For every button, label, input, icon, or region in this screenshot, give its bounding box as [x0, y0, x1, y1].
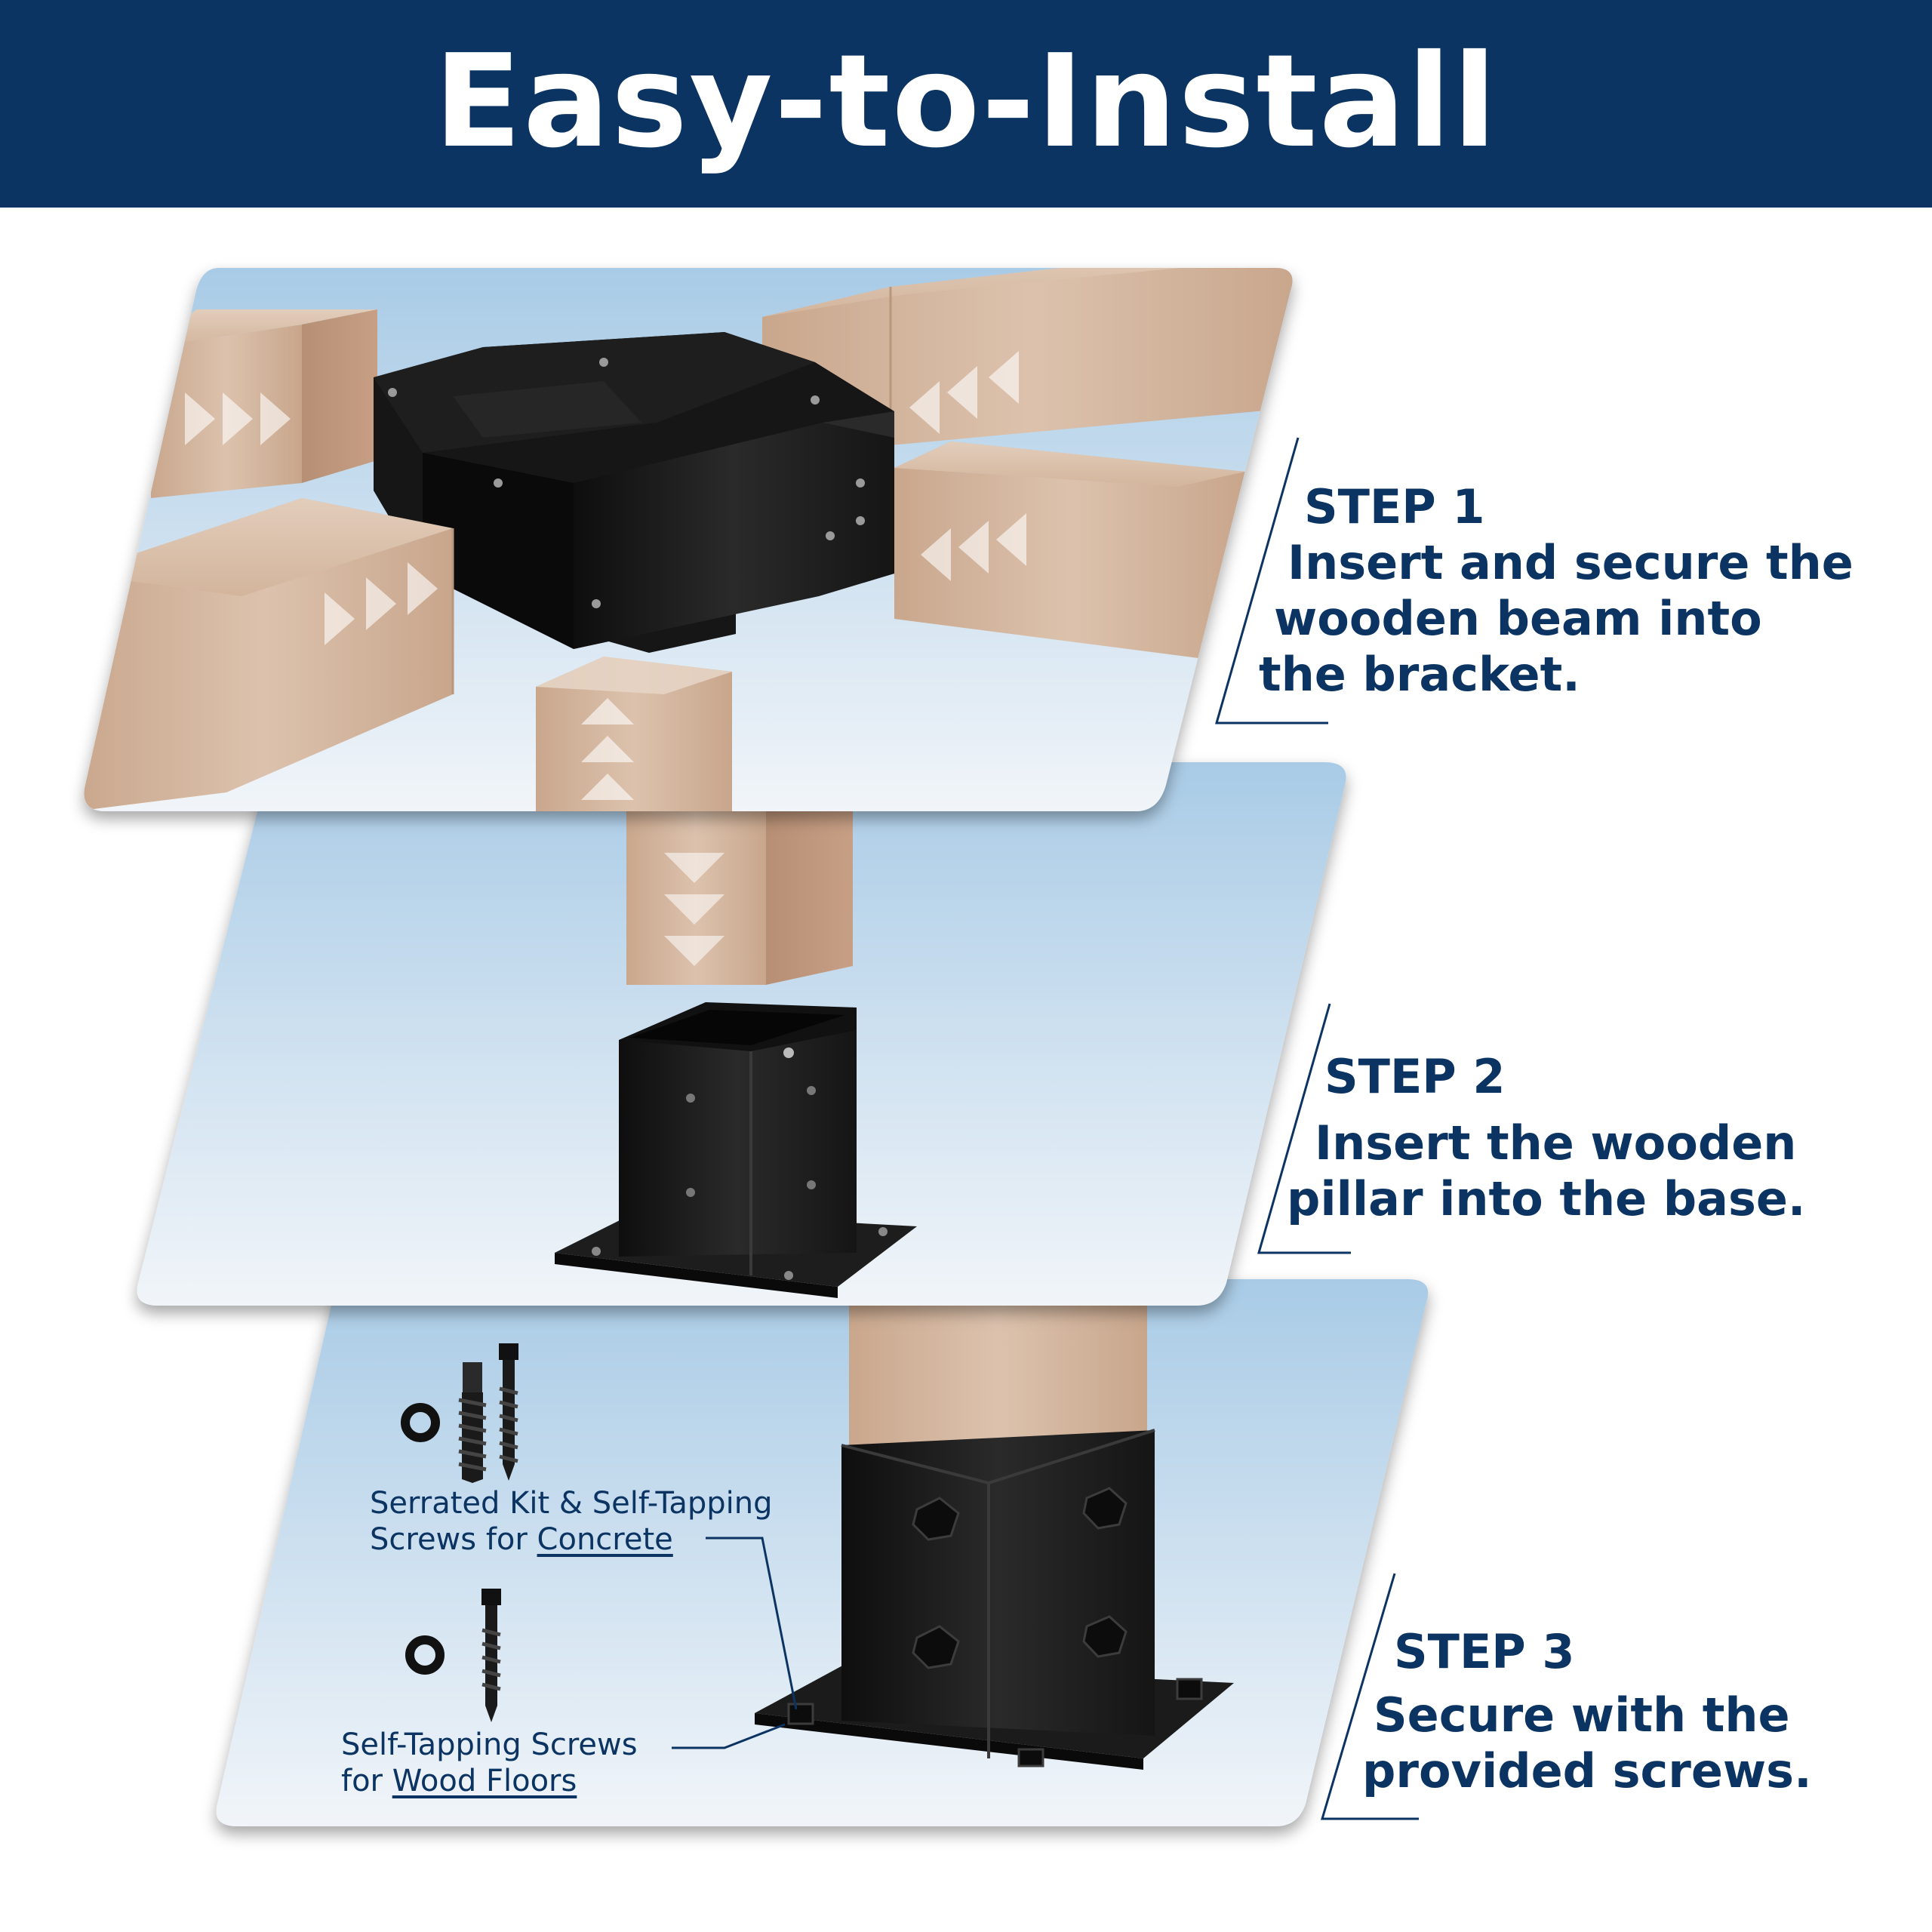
step1-line: the bracket.	[1259, 647, 1580, 702]
step1-cross-bracket	[374, 332, 894, 653]
washer-icon	[405, 1635, 445, 1675]
step1-text: STEP 1 Insert and secure the wooden beam…	[1259, 479, 1854, 703]
beam-front-left	[84, 498, 454, 811]
step3-accent-line	[1320, 1573, 1419, 1820]
step1-line: wooden beam into	[1274, 591, 1762, 646]
step1-title: STEP 1	[1304, 479, 1485, 534]
step2-line: Insert the wooden	[1315, 1115, 1797, 1171]
header-banner: Easy-to-Install	[0, 0, 1932, 208]
step2-line: pillar into the base.	[1287, 1171, 1806, 1226]
concrete-screws-label: Serrated Kit & Self-Tapping Screws for C…	[370, 1485, 772, 1558]
step2-post-base	[619, 1030, 857, 1257]
step1-accent-line	[1215, 437, 1328, 724]
wood-leader-line	[672, 1723, 786, 1749]
step3-panel	[216, 1279, 1429, 1826]
step3-text: STEP 3 Secure with the provided screws.	[1362, 1624, 1812, 1799]
beam-front-right	[894, 441, 1245, 664]
screw-icon	[499, 1343, 518, 1481]
step1-line: Insert and secure the	[1287, 535, 1854, 590]
step2-text: STEP 2 Insert the wooden pillar into the…	[1287, 1049, 1805, 1227]
step2-title: STEP 2	[1324, 1049, 1506, 1104]
step1-panel	[84, 268, 1293, 811]
screw-icon	[481, 1589, 501, 1722]
wood-label-emphasis: Wood Floors	[392, 1764, 577, 1798]
step2-panel	[137, 762, 1346, 1306]
anchor-bolt-icon	[458, 1362, 487, 1483]
step3-line: Secure with the	[1374, 1687, 1790, 1743]
concrete-label-emphasis: Concrete	[537, 1522, 673, 1557]
concrete-label-prefix: Screws for	[370, 1522, 537, 1557]
wood-label-prefix: for	[341, 1764, 392, 1798]
page-title: Easy-to-Install	[433, 27, 1498, 177]
step2-accent-line	[1257, 1003, 1351, 1254]
arrow-chevron-icon	[664, 853, 724, 966]
concrete-leader-line	[706, 1537, 798, 1710]
wood-label-line1: Self-Tapping Screws	[341, 1727, 638, 1762]
step3-line: provided screws.	[1362, 1743, 1812, 1798]
concrete-label-line1: Serrated Kit & Self-Tapping	[370, 1486, 773, 1521]
step1-wood-pillar	[536, 657, 732, 811]
arrow-chevron-icon	[185, 351, 1026, 800]
step3-post-base	[841, 1430, 1155, 1736]
washer-icon	[401, 1403, 440, 1442]
wood-floor-screws-label: Self-Tapping Screws for Wood Floors	[341, 1727, 638, 1799]
step3-title: STEP 3	[1394, 1624, 1575, 1679]
